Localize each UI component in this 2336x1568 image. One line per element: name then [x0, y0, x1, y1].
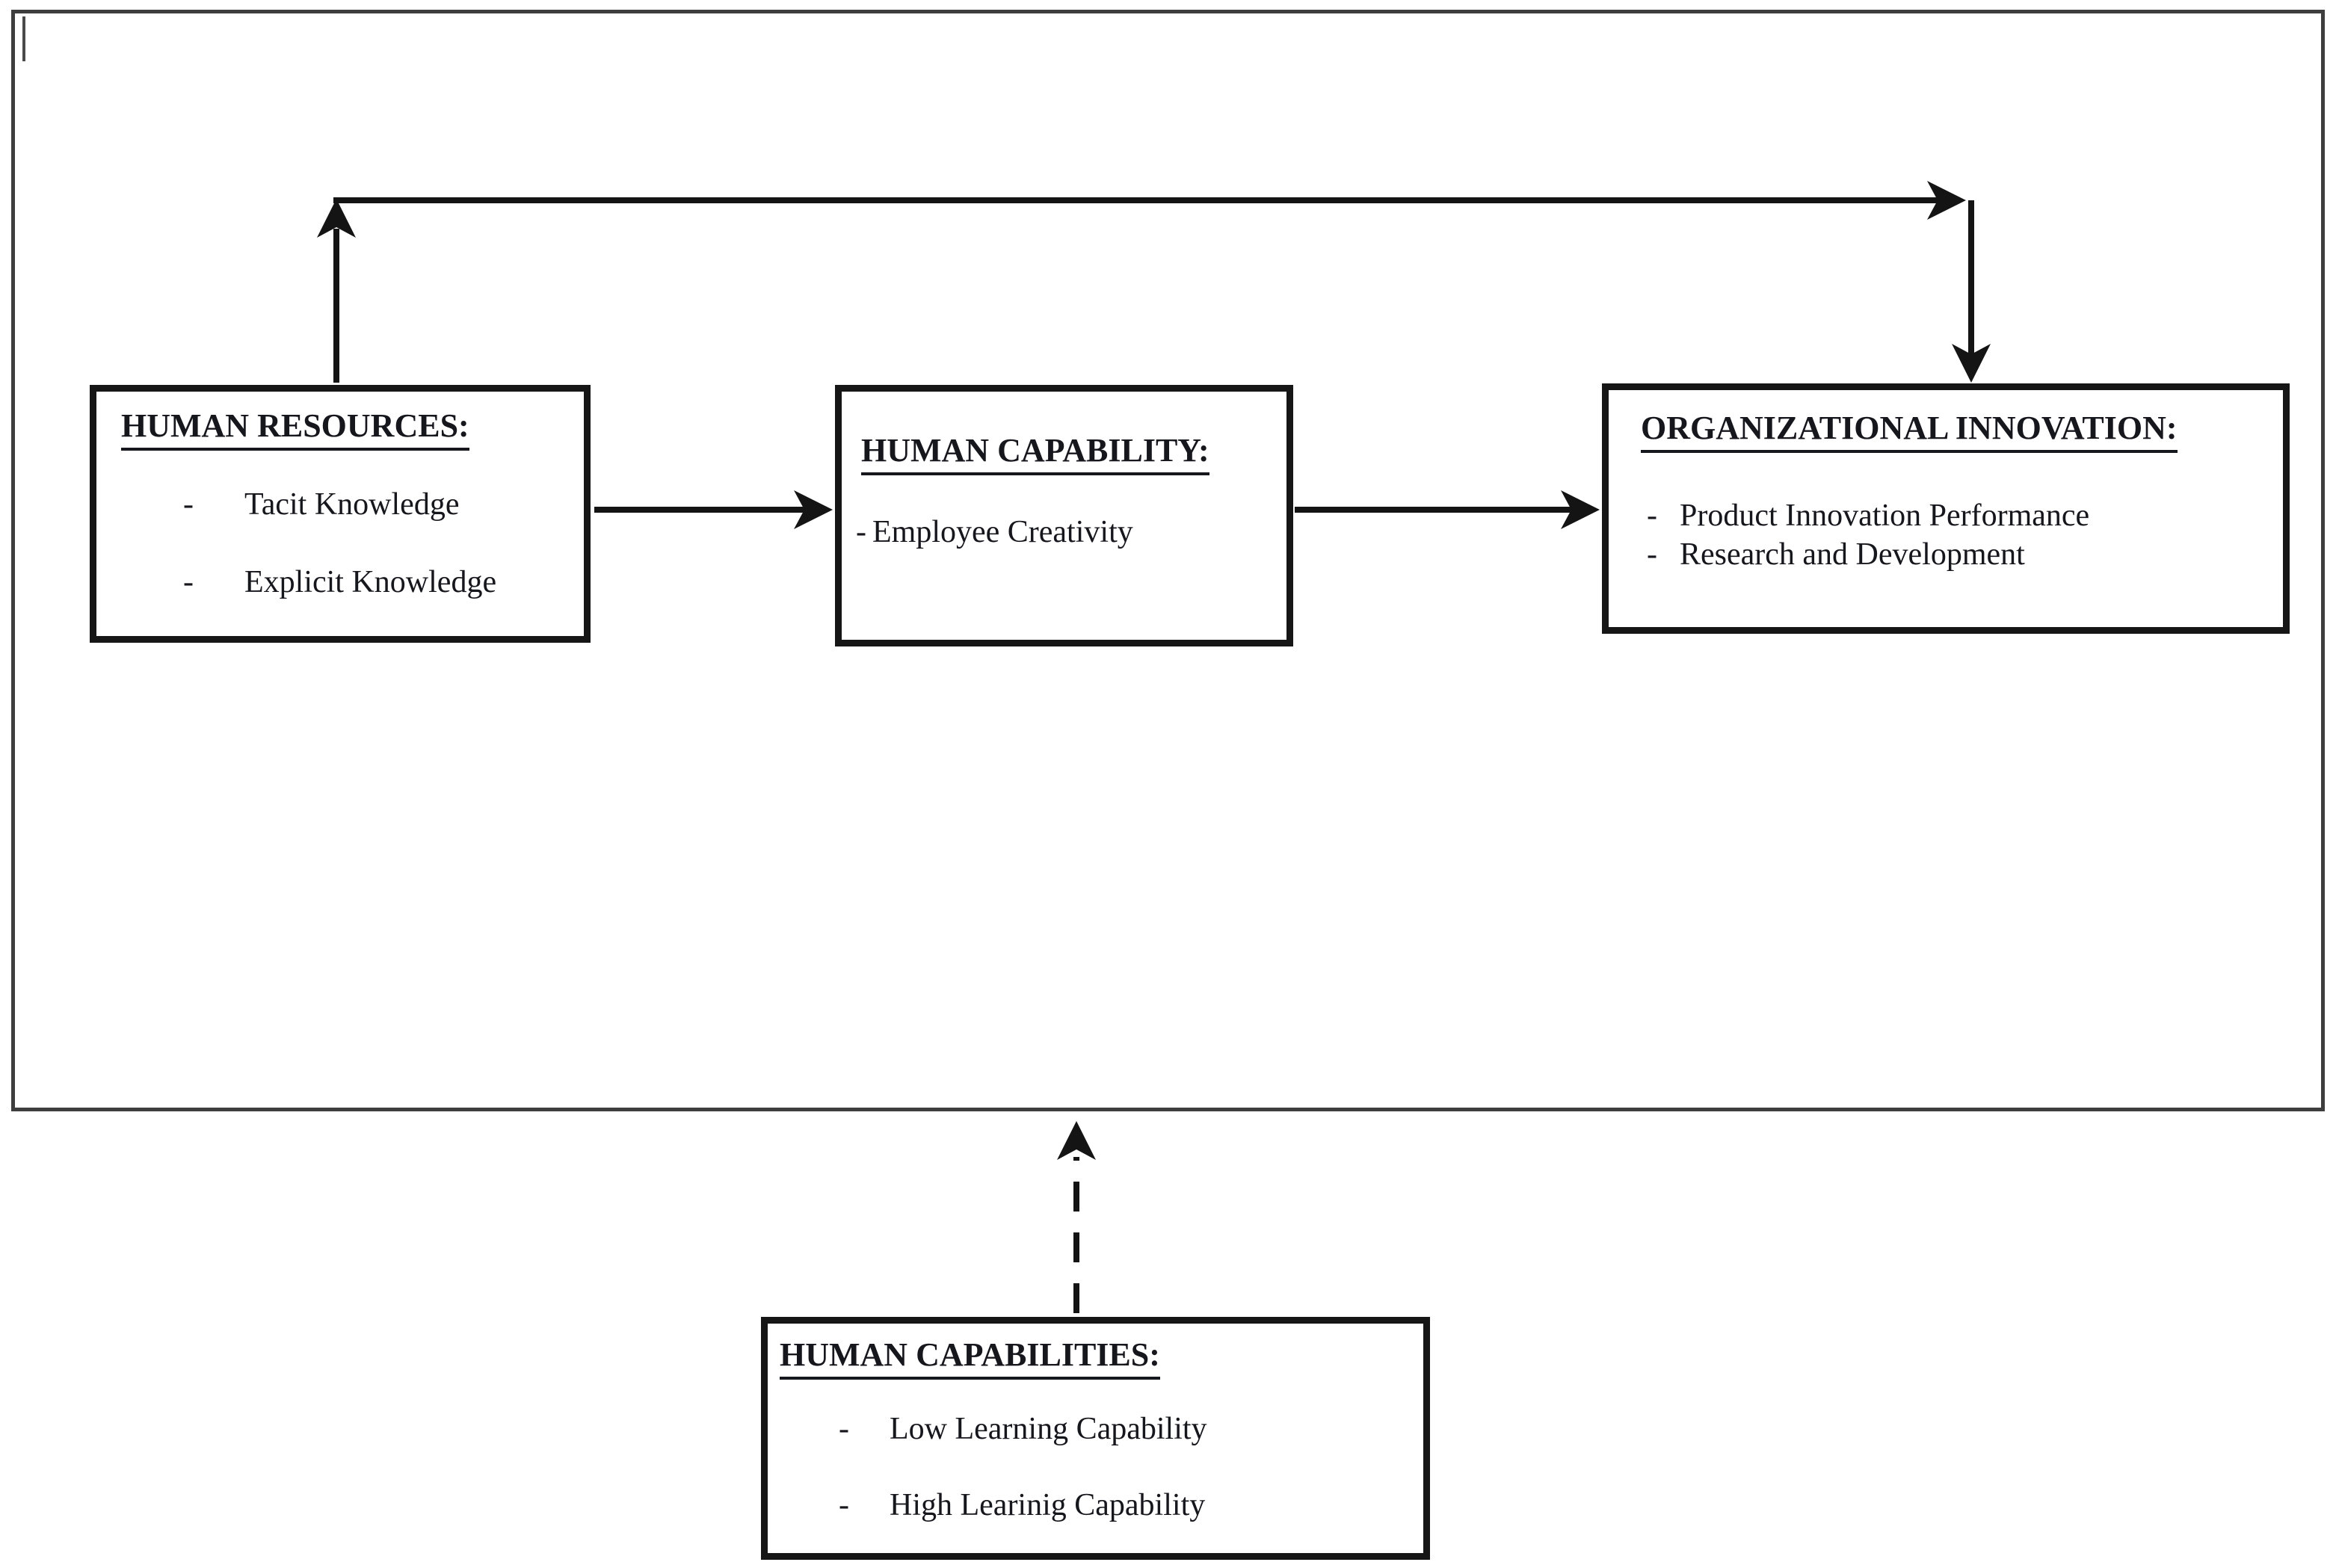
text-cursor — [22, 16, 25, 61]
list-item: - Explicit Knowledge — [183, 565, 496, 599]
list-item-label: Product Innovation Performance — [1680, 499, 2090, 533]
list-item: -Research and Development — [1647, 537, 2025, 572]
list-item-label: Low Learning Capability — [890, 1412, 1207, 1446]
bullet-dash: - — [183, 487, 194, 522]
human-capabilities-box[interactable]: HUMAN CAPABILITIES: - Low Learning Capabi… — [761, 1317, 1430, 1560]
human-capabilities-title: HUMAN CAPABILITIES: — [780, 1336, 1160, 1380]
bullet-dash: - — [183, 565, 194, 599]
list-item-label: Research and Development — [1680, 537, 2025, 572]
human-capability-title: HUMAN CAPABILITY: — [861, 432, 1209, 476]
bullet-dash: - — [856, 515, 866, 549]
bullet-dash: - — [839, 1412, 849, 1446]
bullet-dash: - — [839, 1488, 849, 1522]
bullet-dash: - — [1647, 499, 1657, 533]
list-item: - Low Learning Capability — [839, 1412, 1207, 1446]
moderator-up-arrowhead — [1057, 1121, 1096, 1160]
list-item: - High Learinig Capability — [839, 1488, 1205, 1522]
bullet-dash: - — [1647, 537, 1657, 572]
list-item-label: Tacit Knowledge — [244, 487, 460, 522]
human-capability-box[interactable]: HUMAN CAPABILITY: -Employee Creativity — [835, 385, 1293, 646]
list-item: - Tacit Knowledge — [183, 487, 459, 522]
list-item: -Product Innovation Performance — [1647, 499, 2089, 533]
list-item-label: Employee Creativity — [872, 515, 1133, 549]
list-item: -Employee Creativity — [856, 515, 1133, 549]
list-item-label: Explicit Knowledge — [244, 565, 497, 599]
organizational-innovation-title: ORGANIZATIONAL INNOVATION: — [1641, 410, 2178, 454]
list-item-label: High Learinig Capability — [890, 1488, 1206, 1522]
human-resources-title: HUMAN RESOURCES: — [121, 407, 469, 451]
organizational-innovation-box[interactable]: ORGANIZATIONAL INNOVATION: -Product Inno… — [1602, 383, 2290, 634]
human-resources-box[interactable]: HUMAN RESOURCES: - Tacit Knowledge - Expli… — [90, 385, 591, 643]
